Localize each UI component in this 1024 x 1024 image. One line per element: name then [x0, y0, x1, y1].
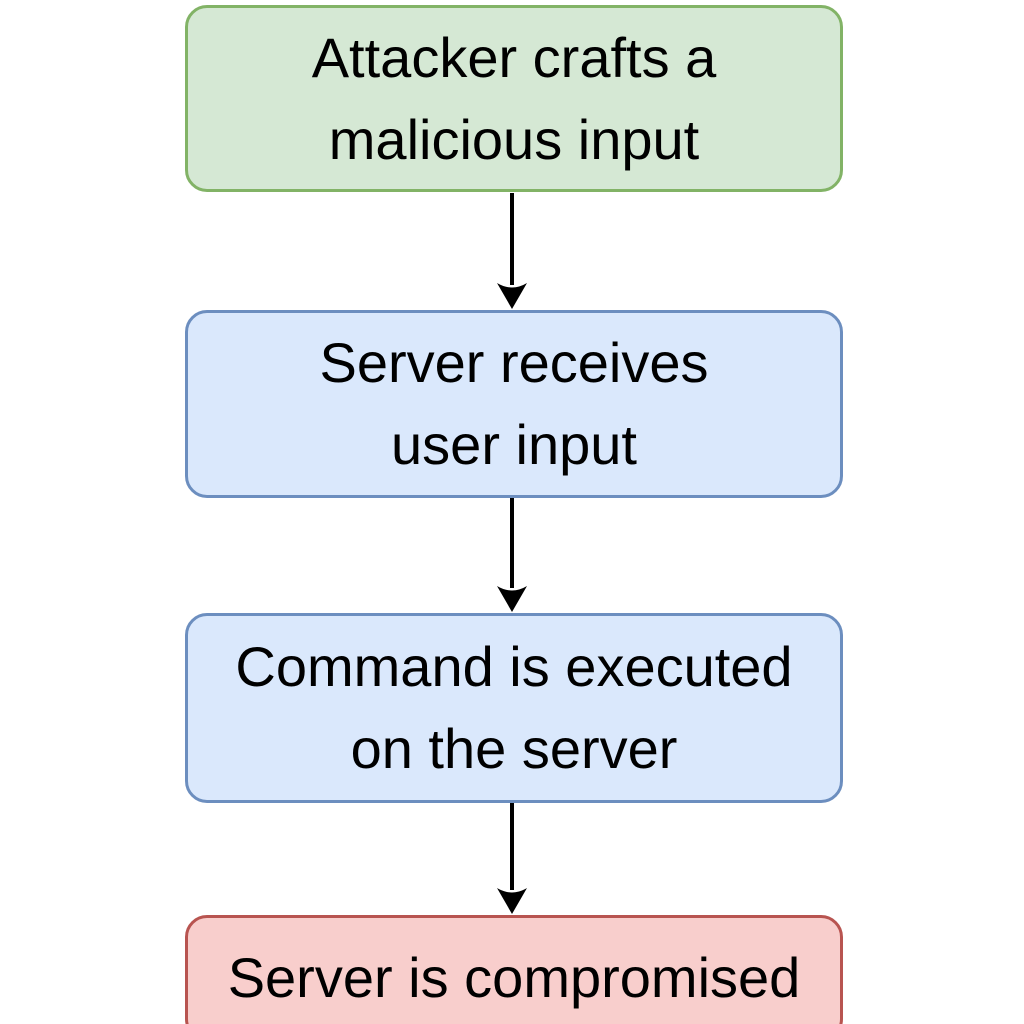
flow-node-server-compromised: Server is compromised — [185, 915, 843, 1024]
arrowhead-icon — [497, 283, 527, 309]
node-text-line: Server is compromised — [227, 946, 801, 1009]
node-label-attacker-crafts-input: Attacker crafts a malicious input — [312, 17, 717, 181]
node-text-line: user input — [391, 413, 637, 476]
node-text-line: Attacker crafts a — [311, 25, 717, 89]
flow-arrow-2 — [497, 498, 527, 612]
node-label-server-compromised: Server is compromised — [228, 937, 801, 1019]
node-text-line: Command is executed — [235, 635, 793, 698]
flow-node-attacker-crafts-input: Attacker crafts a malicious input — [185, 5, 843, 192]
flow-node-server-receives-input: Server receives user input — [185, 310, 843, 498]
flow-node-command-executed: Command is executed on the server — [185, 613, 843, 803]
arrowhead-icon — [497, 888, 527, 914]
node-text-line: Server receives — [319, 331, 709, 394]
flow-arrow-1 — [497, 193, 527, 309]
node-label-server-receives-input: Server receives user input — [319, 322, 708, 486]
node-label-command-executed: Command is executed on the server — [235, 626, 792, 790]
node-text-line: on the server — [350, 717, 678, 780]
node-text-line: malicious input — [328, 107, 700, 171]
arrowhead-icon — [497, 586, 527, 612]
flow-arrow-3 — [497, 803, 527, 914]
